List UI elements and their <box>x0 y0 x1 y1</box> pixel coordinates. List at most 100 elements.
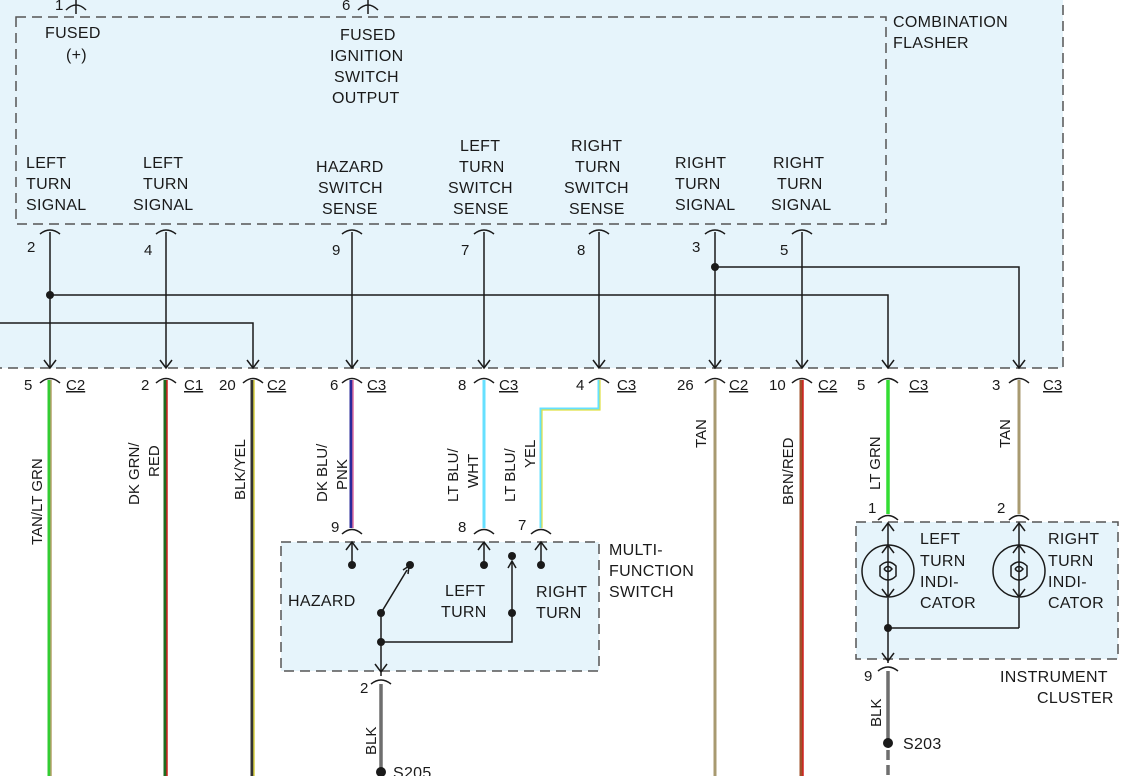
ic-ground-wire-label: BLK <box>868 699 885 727</box>
left-indicator-label: LEFT <box>920 531 960 548</box>
left-turn-label: TURN <box>441 604 487 621</box>
conn-pin: 20 <box>219 377 236 394</box>
ic-ground-pin: 9 <box>864 668 872 685</box>
pin-number: 8 <box>577 242 585 259</box>
mfs-contacts <box>348 552 545 646</box>
wire-label-line: LT BLU/ <box>502 448 519 502</box>
term-label: TURN <box>143 176 189 193</box>
wire-label-line: DK GRN/ <box>126 442 143 505</box>
svg-text:6: 6 <box>342 0 350 14</box>
right-turn-label: RIGHT <box>536 584 587 601</box>
left-turn-label: LEFT <box>445 583 485 600</box>
left-indicator-label: TURN <box>920 553 966 570</box>
wire-label: TAN <box>693 419 710 448</box>
right-indicator-label: CATOR <box>1048 595 1104 612</box>
splice-s203 <box>883 738 893 748</box>
internal-wiring <box>0 232 1020 368</box>
wire-label: TAN/LT GRN <box>29 458 46 545</box>
term-label: SWITCH <box>448 180 513 197</box>
conn-pin: 26 <box>677 377 694 394</box>
conn-id: C2 <box>66 377 85 394</box>
flasher-component-box <box>15 16 887 225</box>
term-label: HAZARD <box>316 159 384 176</box>
pin-number: 2 <box>27 239 35 256</box>
conn-id: C3 <box>617 377 636 394</box>
term-label: SENSE <box>569 201 625 218</box>
wire-lt-blu-yel <box>539 380 601 528</box>
wire-label-line: YEL <box>522 440 539 468</box>
pin-number: 9 <box>332 242 340 259</box>
term-label: TURN <box>675 176 721 193</box>
conn-id: C3 <box>1043 377 1062 394</box>
left-turn-indicator-lamp-icon <box>861 543 915 599</box>
wire-label-line: RED <box>146 445 163 477</box>
mfs-ground-pin: 2 <box>360 680 368 697</box>
mfs-name: FUNCTION <box>609 563 694 580</box>
mfs-name: SWITCH <box>609 584 674 601</box>
top-pin-1: 1 <box>55 0 87 14</box>
term-label: SWITCH <box>564 180 629 197</box>
wire-label: TAN <box>997 419 1014 448</box>
term-label: SENSE <box>322 201 378 218</box>
ic-pin: 2 <box>997 500 1005 517</box>
flasher-name-1: COMBINATION <box>893 14 1008 31</box>
wire-label: LT GRN <box>867 436 884 490</box>
term-label: RIGHT <box>675 155 726 172</box>
flasher-name-2: FLASHER <box>893 35 969 52</box>
conn-id: C2 <box>729 377 748 394</box>
conn-pin: 8 <box>458 377 466 394</box>
wire-label: LT BLU/ WHT <box>445 444 482 502</box>
conn-pin: 5 <box>24 377 32 394</box>
right-turn-indicator-lamp-icon <box>992 543 1046 599</box>
fused-label: FUSED <box>45 25 101 42</box>
term-label: LEFT <box>460 138 500 155</box>
ic-wiring <box>877 514 1030 672</box>
term-label: SENSE <box>453 201 509 218</box>
fused-ign-label-2: IGNITION <box>330 48 404 65</box>
right-indicator-label: INDI- <box>1048 574 1087 591</box>
wire-blk-yel <box>250 380 255 776</box>
right-turn-label: TURN <box>536 605 582 622</box>
wire-dk-grn-red <box>163 380 168 776</box>
flasher-pins <box>39 229 813 235</box>
term-label: SIGNAL <box>26 197 87 214</box>
pin-number: 3 <box>692 239 700 256</box>
right-indicator-label: RIGHT <box>1048 531 1099 548</box>
wire-label-line: LT BLU/ <box>445 448 462 502</box>
term-label: SIGNAL <box>771 197 832 214</box>
splice-dot <box>711 263 719 271</box>
term-label: TURN <box>459 159 505 176</box>
ic-splice-dot <box>884 624 892 632</box>
wire-label: DK BLU/ PNK <box>314 439 351 502</box>
splice-s203-label: S203 <box>903 736 942 753</box>
conn-id: C3 <box>367 377 386 394</box>
connector-cups <box>39 377 1030 384</box>
conn-pin: 4 <box>576 377 584 394</box>
ic-name: CLUSTER <box>1037 690 1114 707</box>
wire-label-line: WHT <box>465 454 482 488</box>
mfs-terminals <box>341 528 552 685</box>
splice-s205-label: S205 <box>393 765 432 776</box>
splice-dot <box>46 291 54 299</box>
conn-pin: 6 <box>330 377 338 394</box>
pin-number: 5 <box>780 242 788 259</box>
wire-tan-lt-grn <box>47 380 52 776</box>
svg-text:1: 1 <box>55 0 63 14</box>
term-label: TURN <box>26 176 72 193</box>
right-indicator-label: TURN <box>1048 553 1094 570</box>
mfs-pin: 8 <box>458 519 466 536</box>
term-label: LEFT <box>143 155 183 172</box>
pin-number: 4 <box>144 242 152 259</box>
splice-s205 <box>376 767 386 776</box>
ic-name: INSTRUMENT <box>1000 669 1108 686</box>
wire-label: DK GRN/ RED <box>126 438 163 505</box>
conn-id: C3 <box>909 377 928 394</box>
mfs-pin: 7 <box>518 517 526 534</box>
wire-label: BLK/YEL <box>232 439 249 500</box>
fused-ign-label-4: OUTPUT <box>332 90 400 107</box>
conn-pin: 10 <box>769 377 786 394</box>
ic-pin: 1 <box>868 500 876 517</box>
flasher-arrows <box>43 359 1026 370</box>
pin-number: 7 <box>461 242 469 259</box>
